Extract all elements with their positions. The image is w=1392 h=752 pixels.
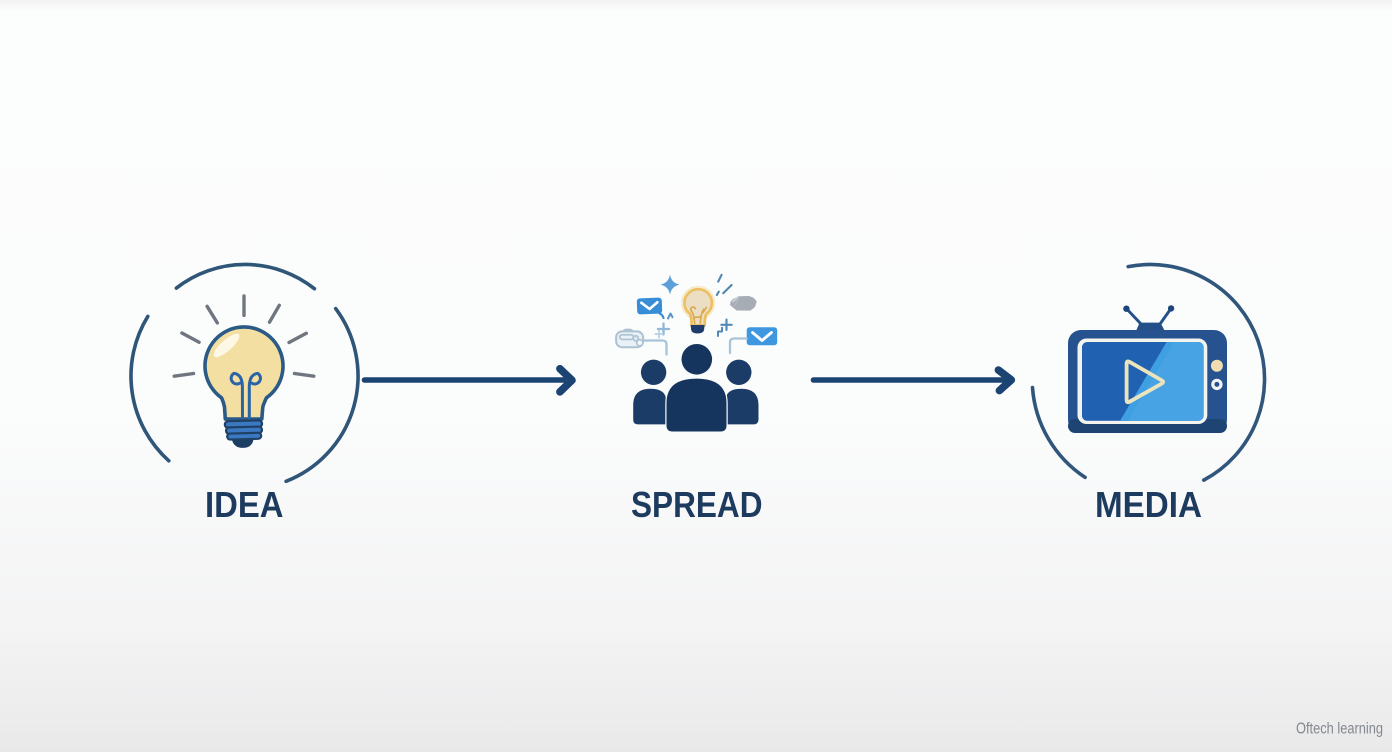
svg-text:MEDIA: MEDIA <box>1095 484 1202 525</box>
svg-text:SPREAD: SPREAD <box>631 484 763 525</box>
svg-text:IDEA: IDEA <box>205 484 284 525</box>
svg-text:Oftech learning: Oftech learning <box>1296 721 1383 738</box>
